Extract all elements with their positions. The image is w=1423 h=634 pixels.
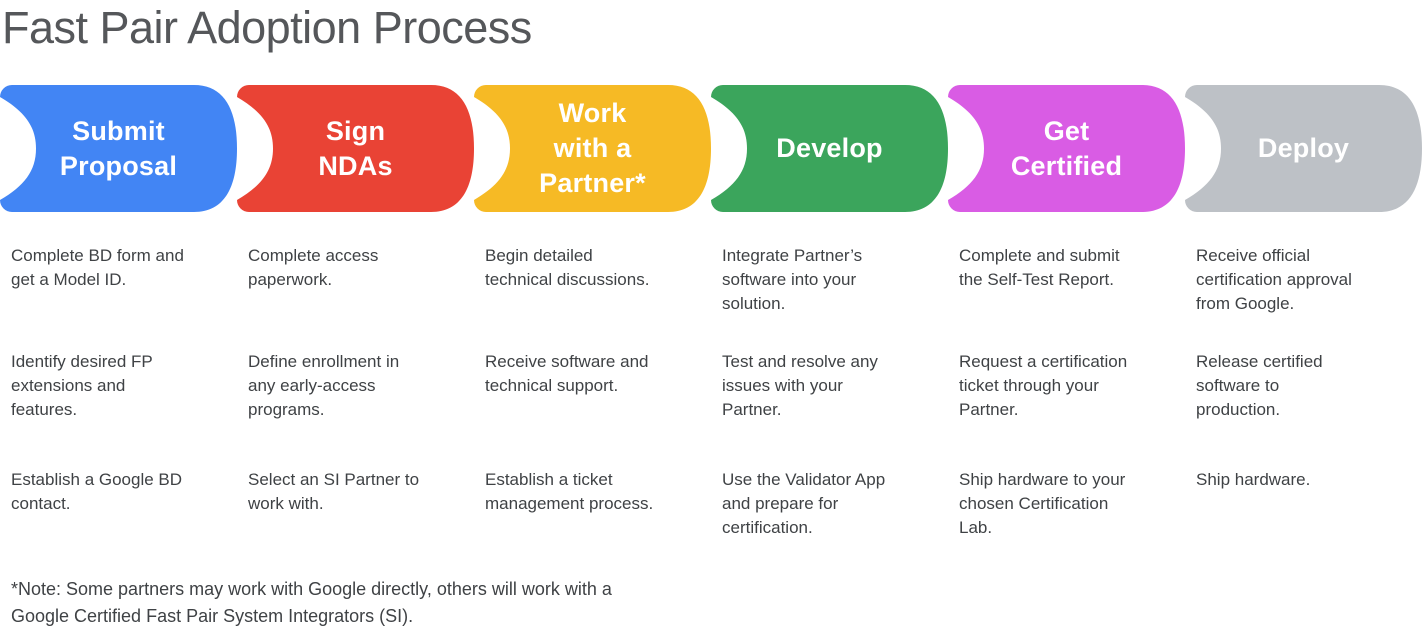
step-get-certified-2: Request a certification ticket through y… [959, 352, 1128, 419]
stage-shape-get-certified [948, 85, 1185, 212]
step-submit-proposal-2: Identify desired FP extensions and featu… [11, 352, 153, 419]
step-get-certified-3: Ship hardware to your chosen Certificati… [959, 470, 1126, 537]
stage-submit-proposal: Submit Proposal [0, 85, 237, 212]
stage-work-with-a-partner: Work with a Partner* [474, 85, 711, 212]
stage-arrow-shape [948, 85, 1185, 212]
stage-shape-sign-ndas [237, 85, 474, 212]
stage-arrow-shape [1185, 85, 1422, 212]
step-develop-3: Use the Validator App and prepare for ce… [722, 470, 886, 537]
stage-shape-develop [711, 85, 948, 212]
step-submit-proposal-1: Complete BD form and get a Model ID. [11, 246, 184, 289]
stage-shape-work-with-a-partner [474, 85, 711, 212]
step-work-with-a-partner-1: Begin detailed technical discussions. [485, 246, 650, 289]
page-title: Fast Pair Adoption Process [2, 2, 532, 53]
step-sign-ndas-1: Complete access paperwork. [248, 246, 379, 289]
step-deploy-2: Release certified software to production… [1196, 352, 1323, 419]
step-submit-proposal-3: Establish a Google BD contact. [11, 470, 183, 513]
steps-grid: Complete BD form and get a Model ID. Ide… [0, 244, 1423, 564]
stage-develop: Develop [711, 85, 948, 212]
stage-arrow-shape [237, 85, 474, 212]
step-develop-1: Integrate Partner’s software into your s… [722, 246, 863, 313]
stage-arrow-shape [711, 85, 948, 212]
footnote: *Note: Some partners may work with Googl… [11, 579, 612, 626]
step-work-with-a-partner-3: Establish a ticket management process. [485, 470, 654, 513]
step-develop-2: Test and resolve any issues with your Pa… [722, 352, 878, 419]
stage-deploy: Deploy [1185, 85, 1422, 212]
step-deploy-1: Receive official certification approval … [1196, 246, 1352, 313]
stage-arrow-shape [474, 85, 711, 212]
step-sign-ndas-2: Define enrollment in any early-access pr… [248, 352, 400, 419]
step-sign-ndas-3: Select an SI Partner to work with. [248, 470, 420, 513]
step-work-with-a-partner-2: Receive software and technical support. [485, 352, 649, 395]
process-flow: Submit Proposal Sign NDAs Work with a Pa… [0, 85, 1423, 212]
stage-get-certified: Get Certified [948, 85, 1185, 212]
stage-arrow-shape [0, 85, 237, 212]
step-get-certified-1: Complete and submit the Self-Test Report… [959, 246, 1120, 289]
stage-shape-deploy [1185, 85, 1422, 212]
stage-sign-ndas: Sign NDAs [237, 85, 474, 212]
step-deploy-3: Ship hardware. [1196, 470, 1311, 489]
stage-shape-submit-proposal [0, 85, 237, 212]
